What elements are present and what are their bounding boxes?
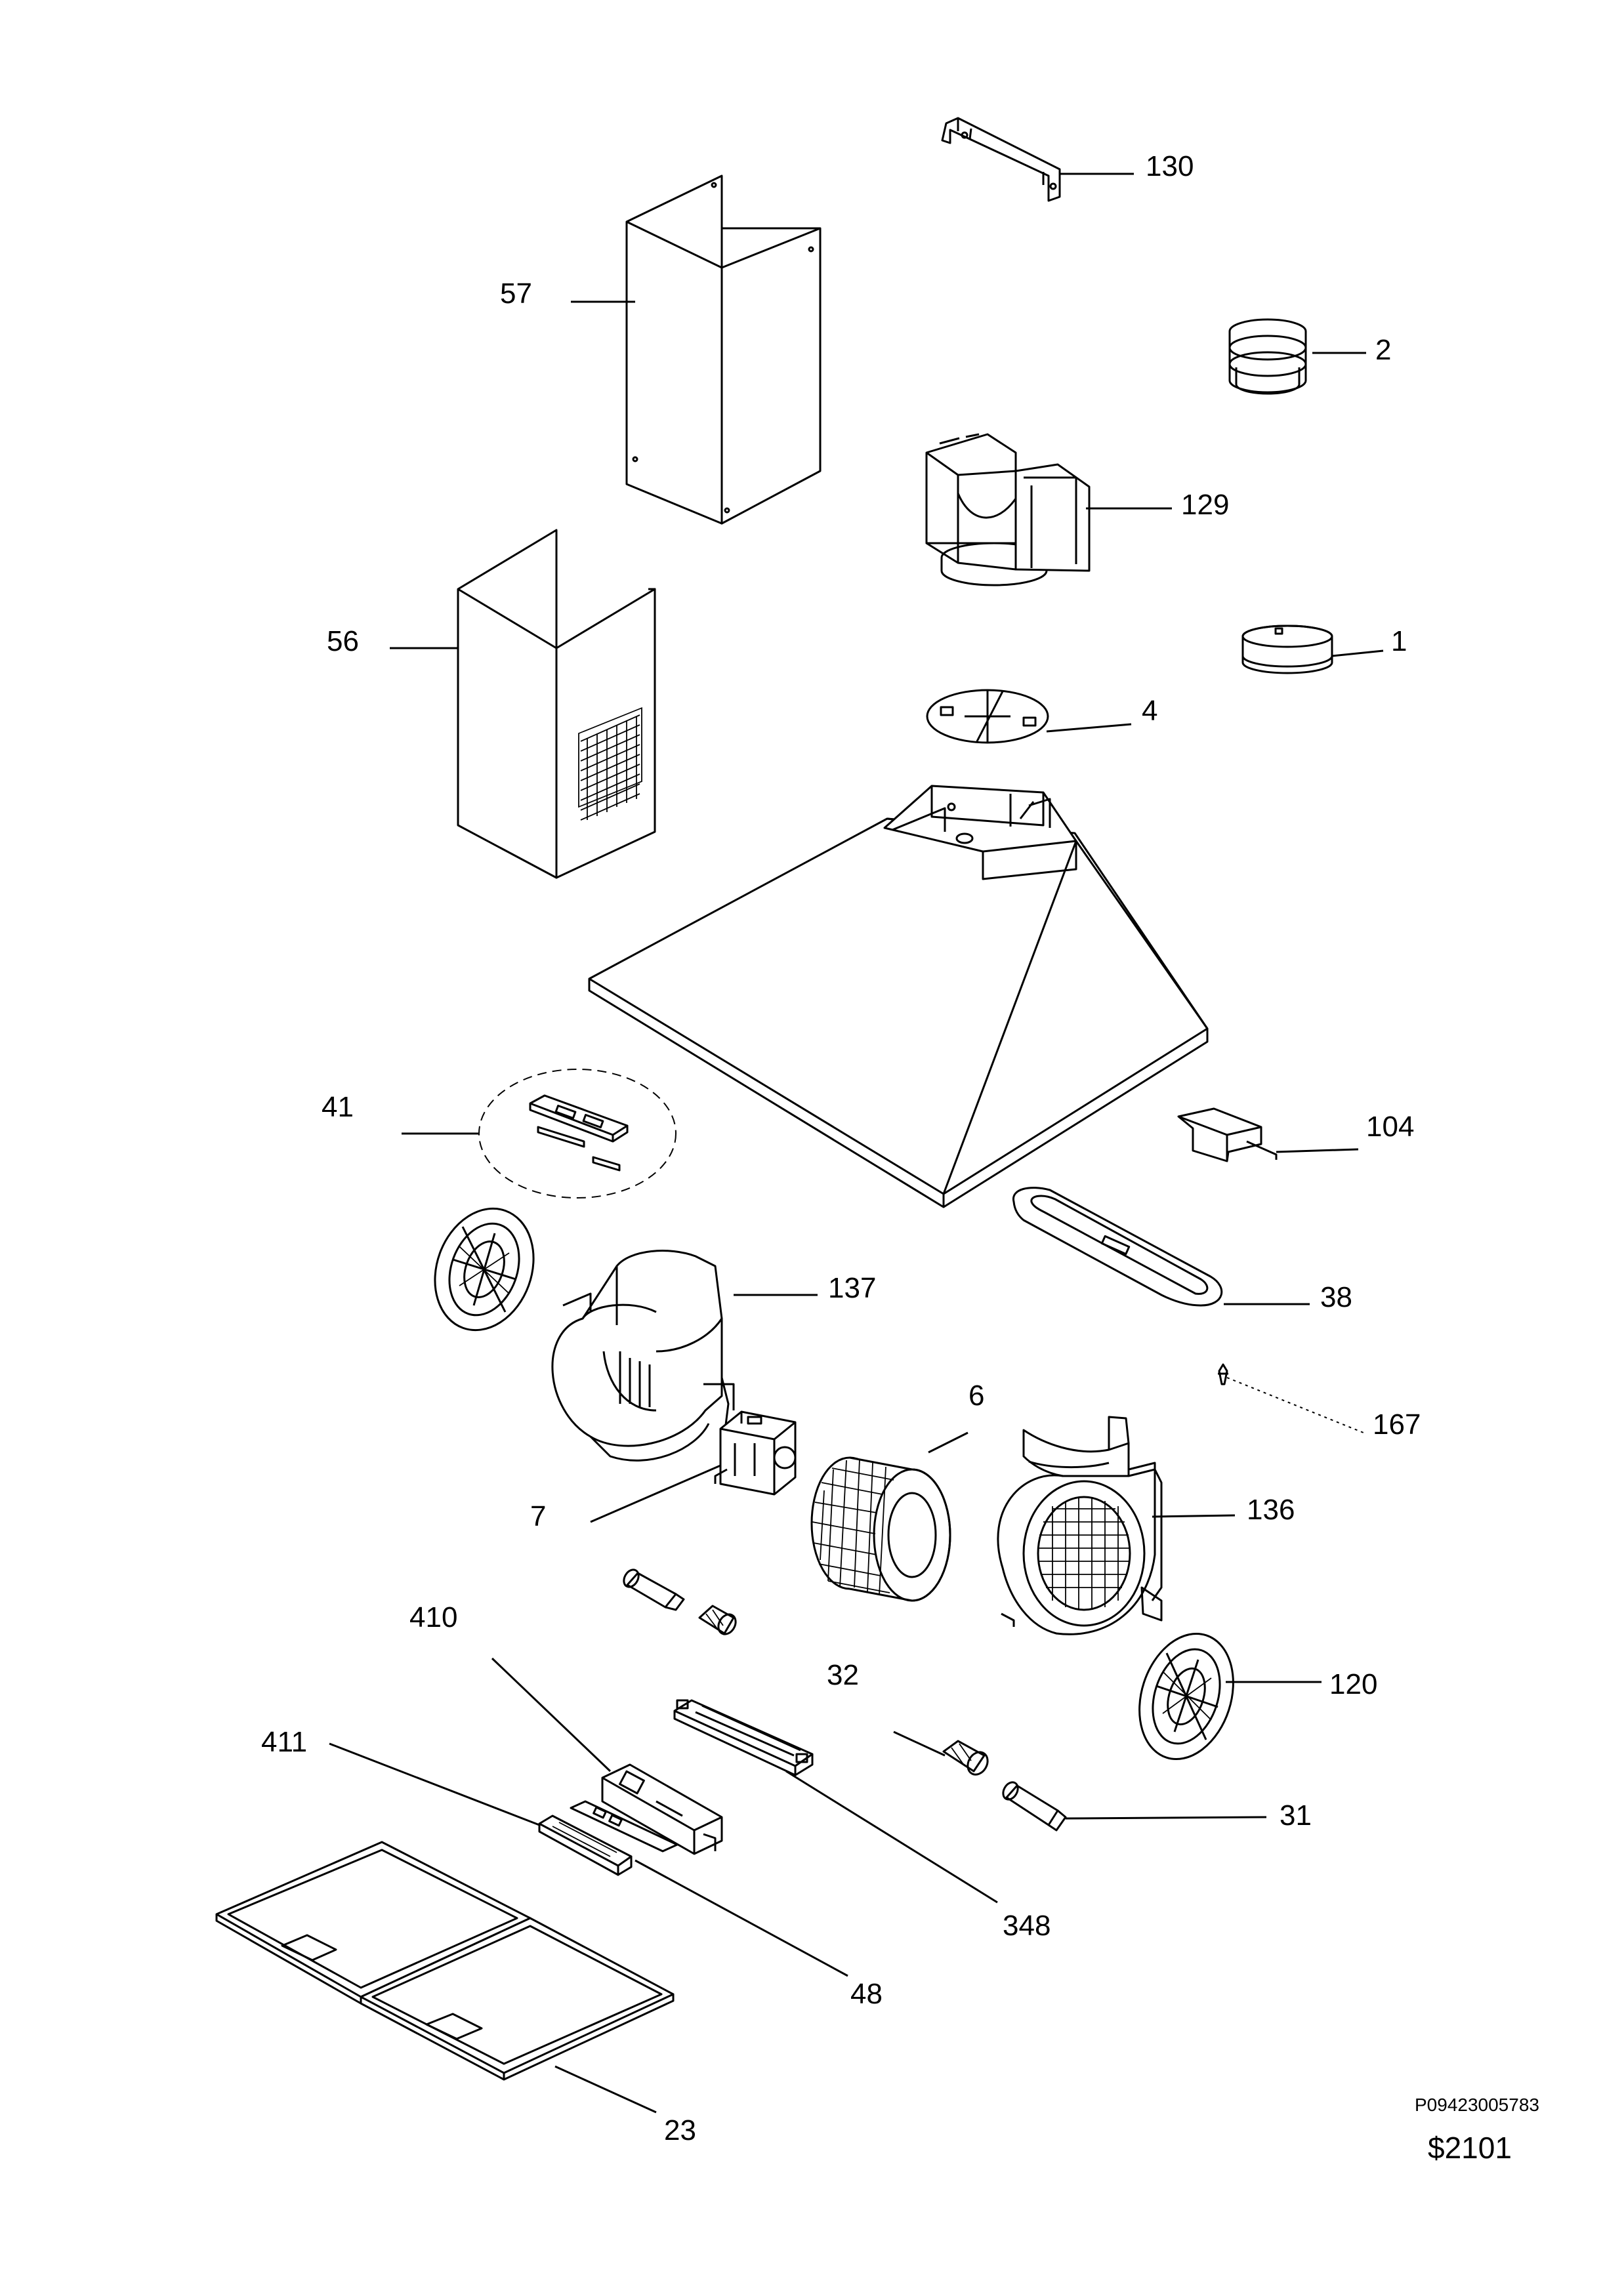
part-23-grease-filters xyxy=(215,1841,675,2081)
hood-canopy xyxy=(588,785,1209,1208)
part-label-410: 410 xyxy=(409,1601,457,1633)
price-code: $2101 xyxy=(1428,2131,1512,2165)
part-32-lamp-socket xyxy=(942,1740,989,1776)
part-label-2: 2 xyxy=(1375,334,1391,366)
part-label-32: 32 xyxy=(827,1659,859,1691)
part-label-136: 136 xyxy=(1247,1494,1295,1526)
part-411-switch-strip xyxy=(538,1814,633,1876)
part-129-air-diverter xyxy=(925,433,1091,586)
part-136-blower-housing-right xyxy=(997,1416,1163,1635)
part-41-control-board xyxy=(478,1069,677,1199)
part-57-upper-chimney xyxy=(625,174,822,525)
part-label-120: 120 xyxy=(1329,1668,1377,1700)
part-label-348: 348 xyxy=(1003,1910,1051,1942)
carbon-filter-left xyxy=(434,1207,535,1332)
part-7-motor xyxy=(714,1410,797,1496)
part-4-backdraft-flap xyxy=(926,689,1049,744)
part-label-38: 38 xyxy=(1320,1281,1352,1313)
part-label-6: 6 xyxy=(968,1380,984,1412)
part-167-screw xyxy=(1218,1363,1228,1385)
part-38-lamp-frame xyxy=(1012,1187,1223,1307)
document-number: P09423005783 xyxy=(1415,2095,1539,2115)
part-48-push-button-plate xyxy=(570,1800,678,1853)
part-label-56: 56 xyxy=(327,625,359,657)
part-104-clip xyxy=(1177,1107,1278,1162)
part-label-104: 104 xyxy=(1366,1111,1414,1143)
part-label-23: 23 xyxy=(664,2114,696,2146)
vent-grid xyxy=(578,707,642,821)
part-label-137: 137 xyxy=(828,1272,876,1304)
part-410-electronic-board xyxy=(601,1763,723,1855)
part-348-lamp-cover xyxy=(673,1699,814,1776)
leader-lines xyxy=(329,173,1384,2114)
part-137-blower-housing-left xyxy=(551,1250,735,1462)
part-label-167: 167 xyxy=(1373,1408,1421,1441)
part-label-31: 31 xyxy=(1280,1799,1312,1832)
part-label-1: 1 xyxy=(1391,625,1407,657)
part-label-7: 7 xyxy=(530,1500,546,1532)
part-1-duct-ring xyxy=(1241,625,1333,674)
part-2-round-adapter xyxy=(1228,318,1307,395)
part-label-4: 4 xyxy=(1142,695,1157,727)
part-label-411: 411 xyxy=(261,1726,307,1758)
part-label-129: 129 xyxy=(1181,489,1229,521)
part-120-carbon-filter xyxy=(1138,1632,1234,1761)
part-label-57: 57 xyxy=(500,277,532,310)
part-label-48: 48 xyxy=(850,1978,883,2010)
part-31-bulb xyxy=(1002,1781,1067,1832)
bulb-holder-upper xyxy=(623,1568,737,1635)
part-labels: 130 57 2 129 56 1 4 41 104 137 38 6 167 … xyxy=(261,150,1421,2146)
part-label-130: 130 xyxy=(1146,150,1194,182)
part-6-fan-wheel xyxy=(810,1456,951,1602)
part-56-lower-chimney xyxy=(457,529,656,879)
part-130-wall-bracket xyxy=(941,117,1061,202)
part-label-41: 41 xyxy=(322,1091,354,1123)
